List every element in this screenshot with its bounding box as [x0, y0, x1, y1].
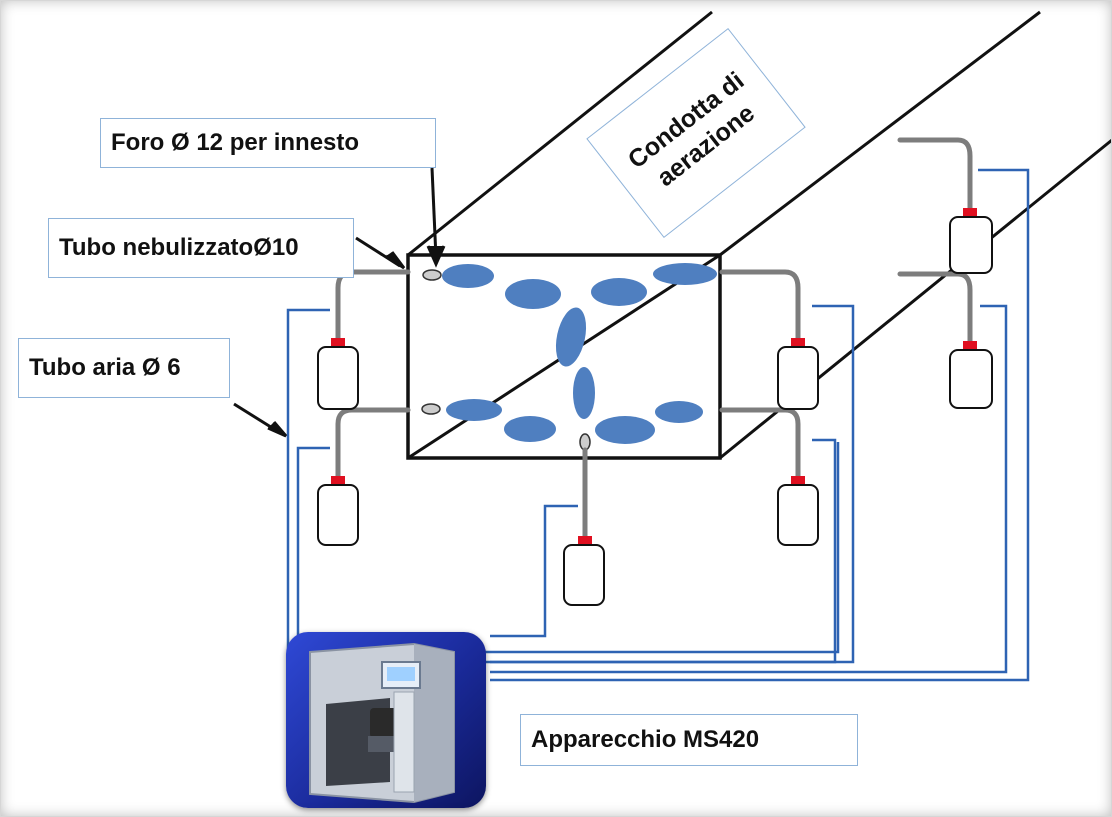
nozzle-bottle-icon	[777, 338, 819, 410]
mist-cloud-icon	[442, 264, 494, 288]
mist-cloud-icon	[505, 279, 561, 309]
mist-cloud-icon	[595, 416, 655, 444]
label-text: Apparecchio MS420	[531, 726, 760, 753]
air-tubes	[286, 168, 1030, 682]
mist-cloud-icon	[591, 278, 647, 306]
nozzle-tips	[421, 269, 591, 451]
nozzle-bottle-icon	[949, 208, 993, 274]
ms420-device-icon	[286, 632, 486, 808]
mist-clouds	[442, 263, 717, 444]
nozzle-bottle-icon	[777, 476, 819, 546]
label-text: Foro Ø 12 per innesto	[111, 129, 360, 156]
mist-cloud-icon	[573, 367, 595, 419]
mist-cloud-icon	[653, 263, 717, 285]
label-tubo-nebulizzato: Tubo nebulizzatoØ10	[48, 218, 354, 278]
nebulizer-tubes	[335, 137, 973, 543]
nozzle-bottles	[317, 208, 993, 606]
nozzle-bottle-icon	[563, 536, 605, 606]
label-text: Tubo aria Ø 6	[29, 354, 181, 381]
label-apparecchio: Apparecchio MS420	[520, 714, 858, 766]
nozzle-bottle-icon	[317, 338, 359, 410]
mist-cloud-icon	[655, 401, 703, 423]
mist-cloud-icon	[555, 307, 587, 367]
mist-cloud-icon	[504, 416, 556, 442]
callout-arrows	[233, 167, 446, 438]
label-foro-innesto: Foro Ø 12 per innesto	[100, 118, 436, 168]
label-text: Tubo nebulizzatoØ10	[59, 234, 299, 261]
nozzle-bottle-icon	[317, 476, 359, 546]
mist-cloud-icon	[446, 399, 502, 421]
label-tubo-aria: Tubo aria Ø 6	[18, 338, 230, 398]
nozzle-bottle-icon	[949, 341, 993, 409]
